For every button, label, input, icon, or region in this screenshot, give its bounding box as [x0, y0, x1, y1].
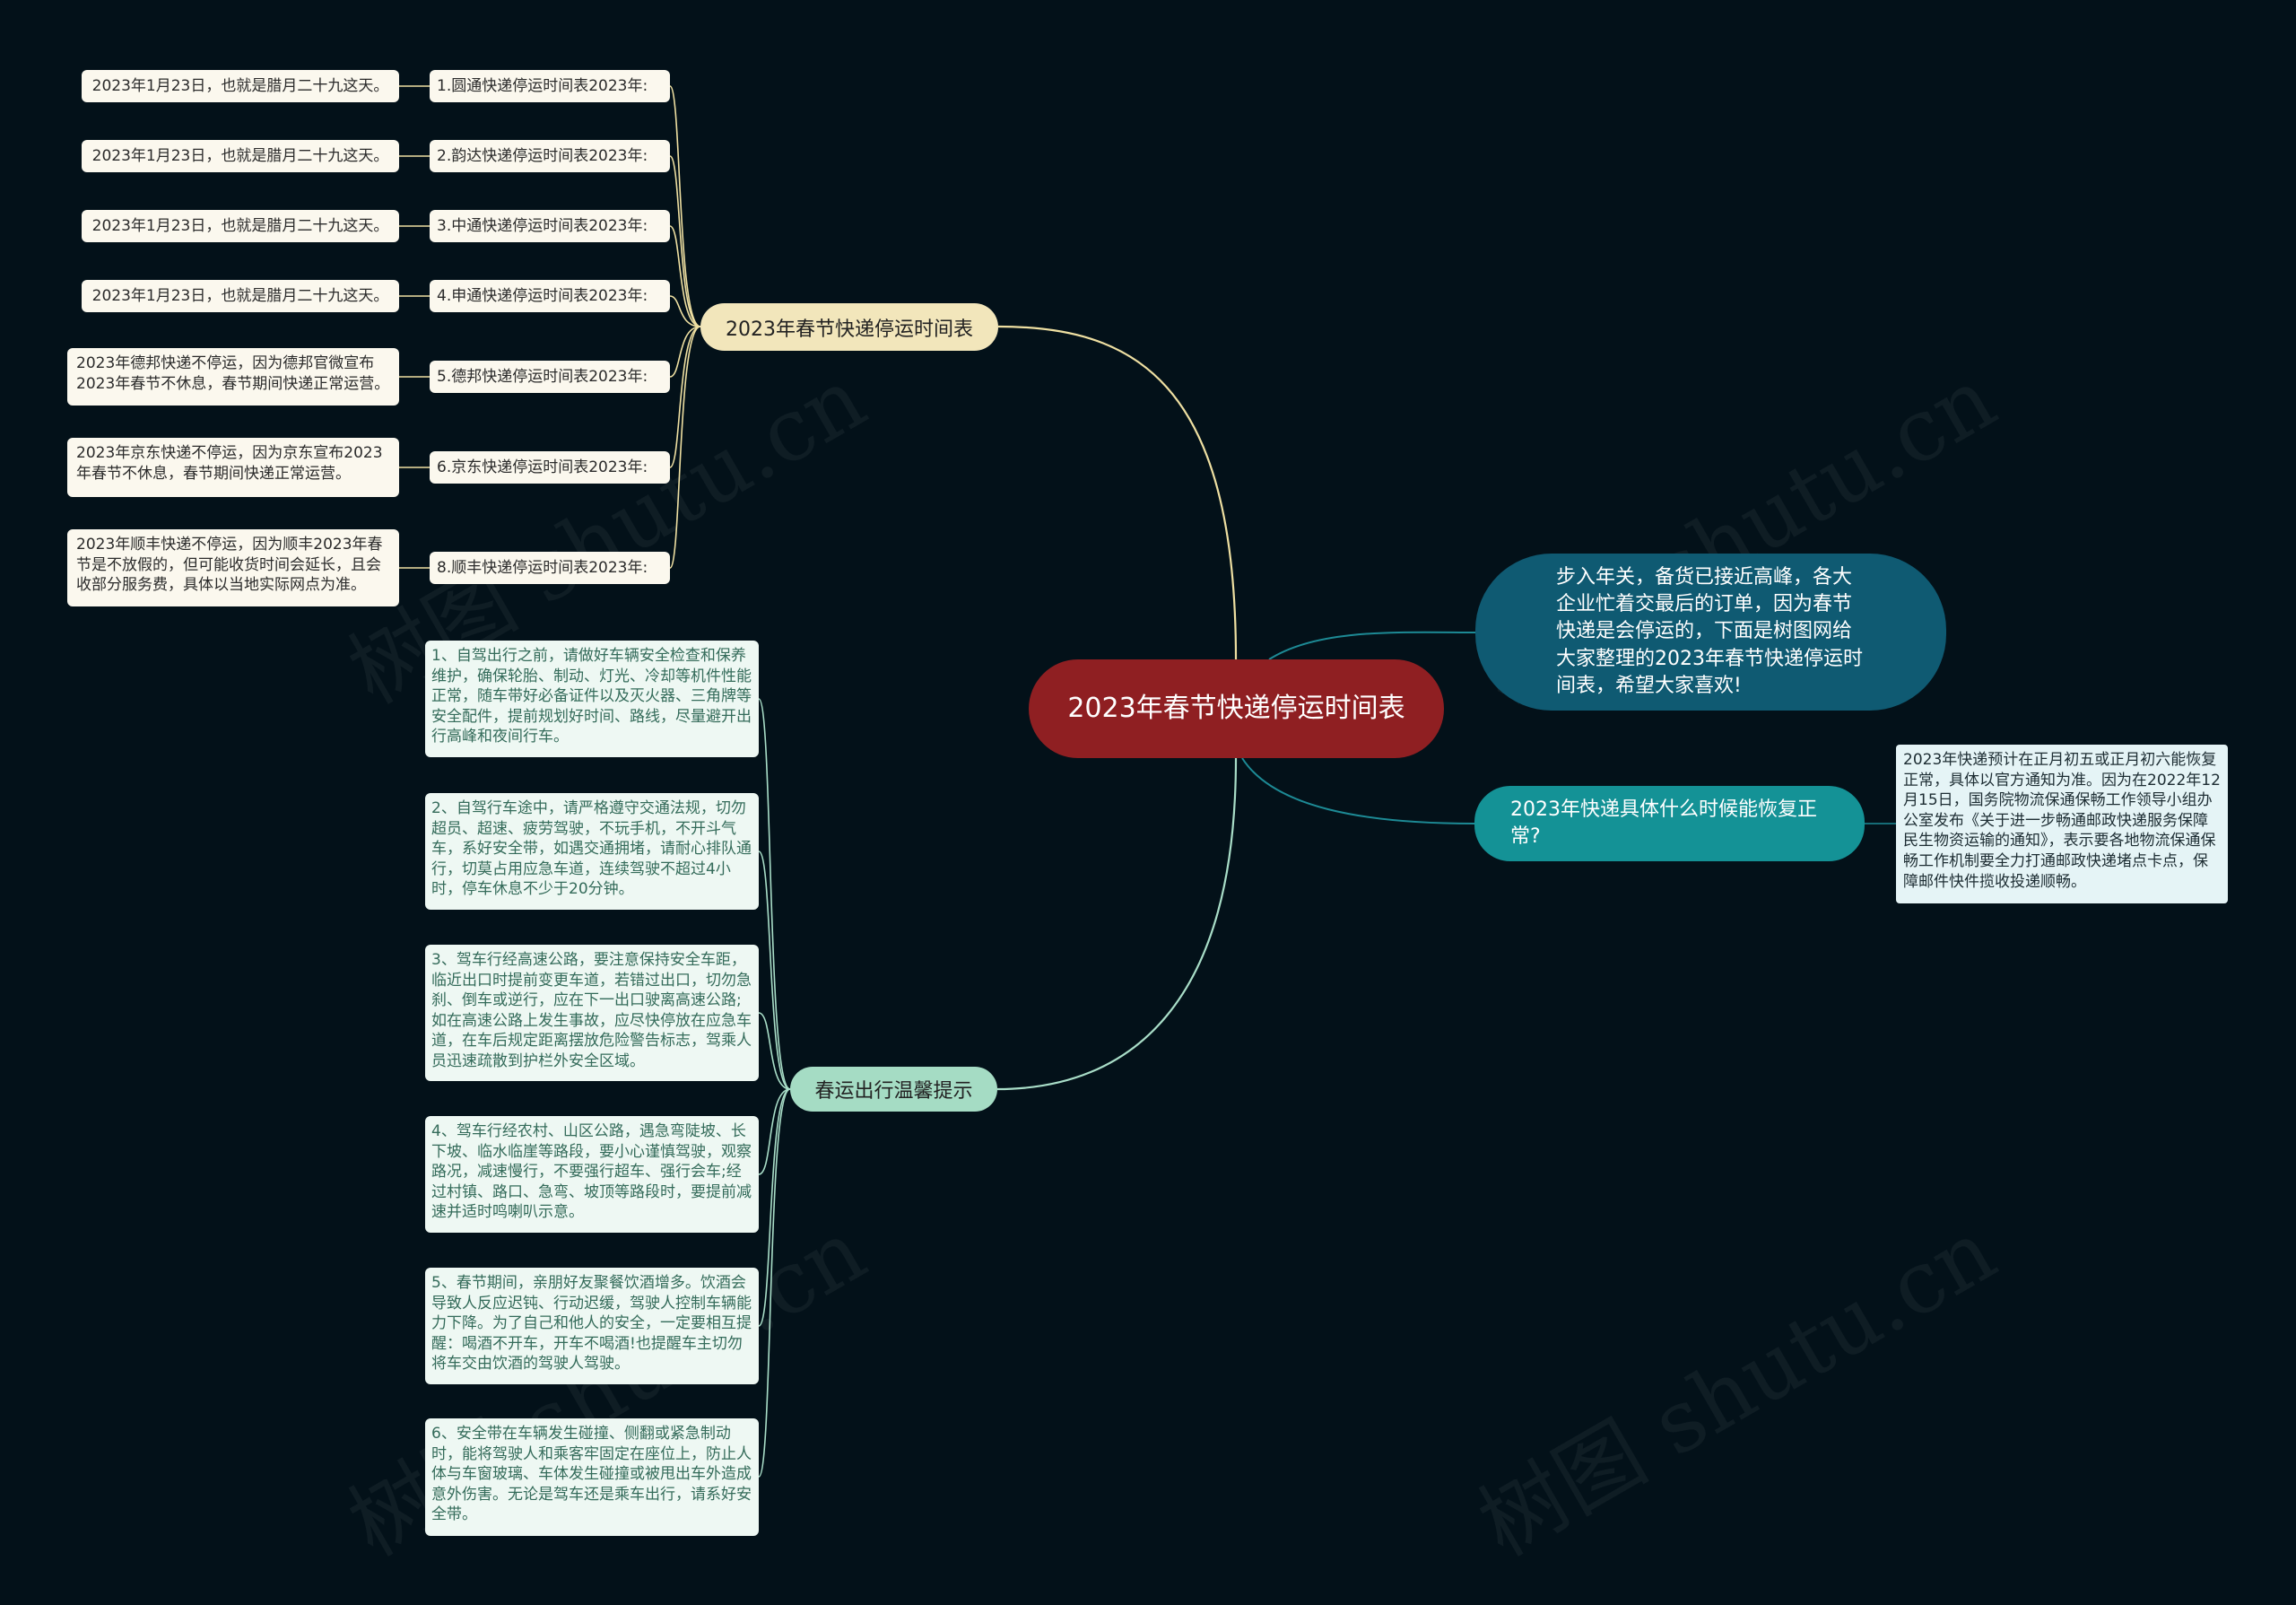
- root-topic[interactable]: 2023年春节快递停运时间表: [1029, 659, 1444, 758]
- detail-node[interactable]: 2023年1月23日，也就是腊月二十九这天。: [82, 280, 399, 312]
- schedule-item-line: [669, 326, 701, 378]
- intro-node[interactable]: 步入年关，备货已接近高峰，各大企业忙着交最后的订单，因为春节快递是会停运的，下面…: [1475, 554, 1946, 711]
- company-node[interactable]: 4.申通快递停运时间表2023年:: [430, 280, 670, 312]
- tip-item-line: [758, 850, 791, 1090]
- schedule-item-line: [669, 326, 701, 468]
- detail-node[interactable]: 2023年德邦快递不停运，因为德邦官微宣布2023年春节不休息，春节期间快递正常…: [67, 348, 399, 406]
- tip-node[interactable]: 1、自驾出行之前，请做好车辆安全检查和保养维护，确保轮胎、制动、灯光、冷却等机件…: [425, 641, 759, 757]
- tip-item-line: [758, 1088, 791, 1478]
- tip-node[interactable]: 6、安全带在车辆发生碰撞、侧翻或紧急制动时，能将驾驶人和乘客牢固定在座位上，防止…: [425, 1418, 759, 1536]
- tips-branch[interactable]: 春运出行温馨提示: [790, 1067, 997, 1112]
- detail-node[interactable]: 2023年1月23日，也就是腊月二十九这天。: [82, 210, 399, 242]
- tip-item-line: [758, 1012, 791, 1090]
- root-to-schedule-line: [997, 325, 1238, 660]
- answer-node[interactable]: 2023年快递预计在正月初五或正月初六能恢复正常，具体以官方通知为准。因为在20…: [1896, 745, 2228, 903]
- tip-node[interactable]: 5、春节期间，亲朋好友聚餐饮酒增多。饮酒会导致人反应迟钝、行动迟缓，驾驶人控制车…: [425, 1268, 759, 1384]
- tip-node[interactable]: 3、驾车行经高速公路，要注意保持安全车距，临近出口时提前变更车道，若错过出口，切…: [425, 945, 759, 1081]
- schedule-branch[interactable]: 2023年春节快递停运时间表: [700, 303, 998, 351]
- company-node[interactable]: 2.韵达快递停运时间表2023年:: [430, 140, 670, 172]
- schedule-item-line: [669, 225, 701, 327]
- company-node[interactable]: 6.京东快递停运时间表2023年:: [430, 451, 670, 484]
- company-node[interactable]: 8.顺丰快递停运时间表2023年:: [430, 552, 670, 584]
- detail-node[interactable]: 2023年京东快递不停运，因为京东宣布2023年春节不休息，春节期间快递正常运营…: [67, 438, 399, 497]
- detail-node[interactable]: 2023年1月23日，也就是腊月二十九这天。: [82, 140, 399, 172]
- company-node[interactable]: 3.中通快递停运时间表2023年:: [430, 210, 670, 242]
- tip-item-line: [758, 1088, 791, 1175]
- detail-node[interactable]: 2023年顺丰快递不停运，因为顺丰2023年春节是不放假的，但可能收货时间会延长…: [67, 529, 399, 606]
- schedule-item-line: [669, 295, 701, 327]
- detail-node[interactable]: 2023年1月23日，也就是腊月二十九这天。: [82, 70, 399, 102]
- question-node[interactable]: 2023年快递具体什么时候能恢复正常?: [1474, 786, 1865, 861]
- tip-node[interactable]: 4、驾车行经农村、山区公路，遇急弯陡坡、长下坡、临水临崖等路段，要小心谨慎驾驶，…: [425, 1116, 759, 1233]
- schedule-item-line: [669, 85, 701, 327]
- tip-item-line: [758, 698, 791, 1090]
- root-to-tips-line: [996, 757, 1238, 1091]
- watermark: 树图 shutu.cn: [1463, 1200, 2012, 1576]
- tip-node[interactable]: 2、自驾行车途中，请严格遵守交通法规，切勿超员、超速、疲劳驾驶，不玩手机，不开斗…: [425, 793, 759, 910]
- tip-item-line: [758, 1088, 791, 1327]
- root-to-question-line: [1241, 757, 1475, 824]
- company-node[interactable]: 5.德邦快递停运时间表2023年:: [430, 361, 670, 393]
- schedule-item-line: [669, 155, 701, 327]
- schedule-item-line: [669, 326, 701, 569]
- root-to-intro-line: [1268, 631, 1476, 660]
- company-node[interactable]: 1.圆通快递停运时间表2023年:: [430, 70, 670, 102]
